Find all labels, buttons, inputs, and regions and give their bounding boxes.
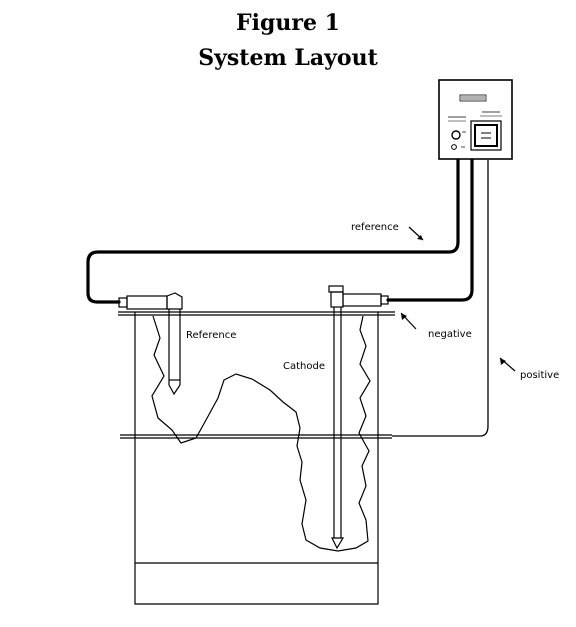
positive-wire <box>392 160 489 437</box>
excavation-pit <box>118 311 395 605</box>
figure-title: Figure 1 <box>236 10 340 36</box>
backfill-outline <box>151 315 371 552</box>
positive-wire-label: positive <box>520 370 559 381</box>
figure-subtitle: System Layout <box>198 45 378 71</box>
reference-electrode <box>118 292 183 396</box>
reference-wire <box>86 158 460 304</box>
negative-wire <box>386 158 474 302</box>
negative-wire-label: negative <box>428 329 472 340</box>
label-arrows <box>400 226 516 372</box>
reference-electrode-label: Reference <box>186 330 236 341</box>
rectifier-unit <box>438 79 513 160</box>
cathode-rod <box>328 285 389 550</box>
cathode-label: Cathode <box>283 361 325 372</box>
reference-wire-label: reference <box>351 222 399 233</box>
